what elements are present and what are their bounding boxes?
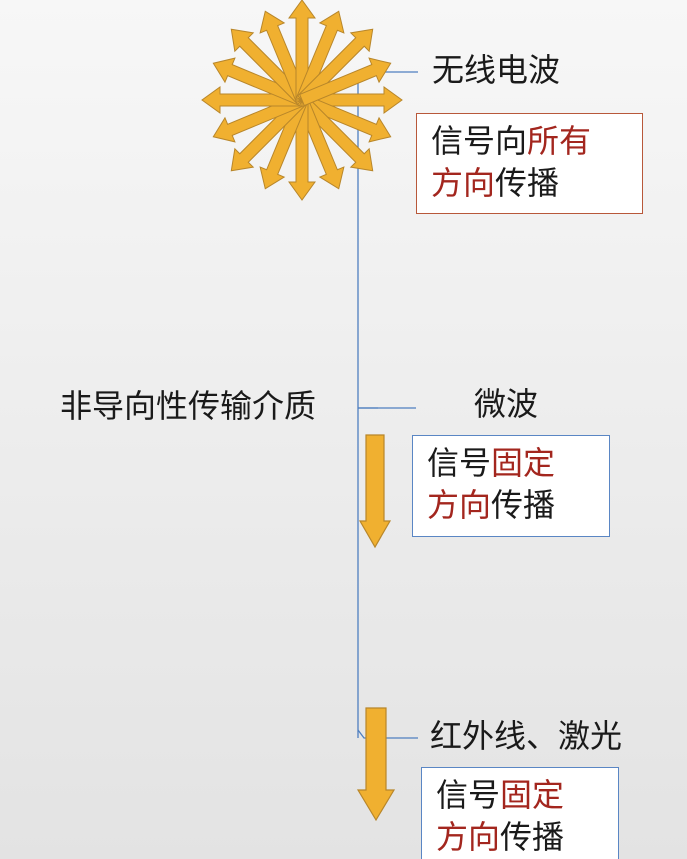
desc-box-radio: 信号向所有 方向传播 [416,113,643,214]
desc-line: 信号固定 [427,442,599,484]
omnidirectional-arrows-icon [201,0,403,201]
branch-connector-infrared [357,729,418,739]
desc-line: 方向传播 [427,484,599,526]
desc-text: 传播 [495,164,560,202]
desc-highlight: 固定 [491,444,556,482]
desc-text: 信号 [427,444,492,482]
desc-text: 传播 [491,486,556,524]
down-arrow-icon [358,434,392,549]
branch-title-radio: 无线电波 [432,51,561,89]
desc-highlight: 方向 [436,818,501,856]
root-label: 非导向性传输介质 [60,387,317,425]
desc-text: 信号 [436,776,501,814]
desc-box-microwave: 信号固定 方向传播 [412,435,610,537]
branch-title-infrared-laser: 红外线、激光 [430,717,623,755]
desc-text: 传播 [500,818,565,856]
desc-box-infrared-laser: 信号固定 方向传播 [421,767,619,859]
burst-arrow [299,57,392,107]
desc-text: 信号向 [431,122,528,160]
branch-title-microwave: 微波 [474,385,539,423]
desc-line: 信号向所有 [431,120,632,162]
desc-highlight: 方向 [427,486,492,524]
desc-line: 信号固定 [436,774,608,816]
desc-line: 方向传播 [431,162,632,204]
desc-highlight: 所有 [527,122,592,160]
down-arrow-icon [356,707,396,822]
desc-line: 方向传播 [436,816,608,858]
connector-lines [357,71,418,739]
desc-highlight: 固定 [500,776,565,814]
desc-highlight: 方向 [431,164,496,202]
